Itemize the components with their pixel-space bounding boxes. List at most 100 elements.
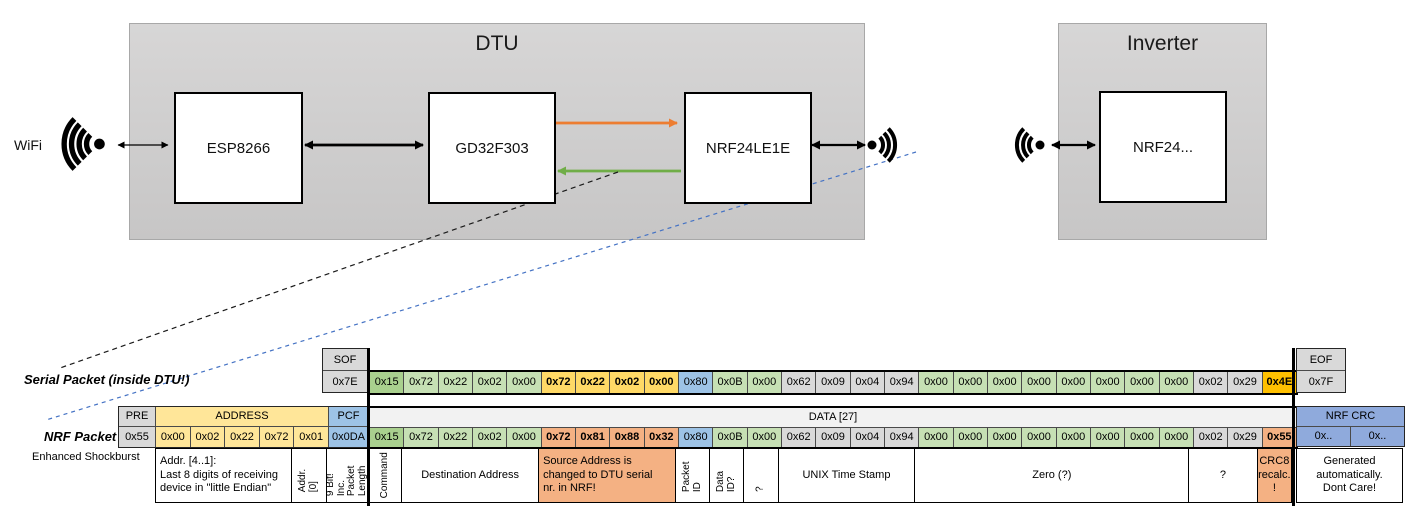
wifi-label: WiFi: [14, 137, 42, 153]
serial-byte-cell: 0x22: [438, 371, 472, 393]
serial-sof-header: SOF: [323, 349, 367, 370]
nrf-pre-value: 0x55: [119, 427, 155, 447]
nrf-byte-cell: 0x72: [404, 427, 438, 447]
annotation-unknown-byte: ?: [744, 448, 779, 503]
serial-byte-cell: 0x04: [850, 371, 884, 393]
serial-eof-header: EOF: [1297, 349, 1345, 370]
nrf-address-byte-cell: 0x01: [294, 427, 328, 447]
annotation-source-address: Source Address is changed to DTU serial …: [539, 448, 676, 503]
gd32f303-label: GD32F303: [455, 139, 529, 157]
serial-byte-cell: 0x00: [747, 371, 781, 393]
nrf-address-byte-cell: 0x02: [190, 427, 225, 447]
nrf-pre-header: PRE: [119, 406, 155, 426]
serial-byte-cell: 0x00: [987, 371, 1022, 393]
nrf-byte-cell: 0x00: [507, 427, 541, 447]
serial-byte-cell: 0x02: [472, 371, 507, 393]
serial-byte-cell: 0x00: [919, 371, 953, 393]
annotation-pcf-length: 9 Bit! Inc. Packet Length: [326, 448, 368, 503]
serial-byte-cell: 0x80: [678, 371, 713, 393]
serial-byte-cell: 0x00: [1056, 371, 1090, 393]
serial-byte-cell: 0x22: [575, 371, 610, 393]
annotation-crc-generated: Generated automatically. Dont Care!: [1296, 448, 1403, 503]
serial-byte-cell: 0x02: [1193, 371, 1228, 393]
inverter-title: Inverter: [1126, 32, 1199, 55]
serial-byte-cell: 0x00: [1090, 371, 1125, 393]
nrf-byte-cell: 0x62: [781, 427, 816, 447]
serial-sof-value: 0x7E: [323, 371, 367, 392]
serial-byte-cell: 0x00: [1022, 371, 1056, 393]
nrf-address-byte-cell: 0x22: [225, 427, 259, 447]
nrf-packet-label: NRF Packet: [44, 429, 117, 444]
nrf-byte-cell: 0x00: [1159, 427, 1193, 447]
nrf-byte-cell: 0x09: [816, 427, 850, 447]
annotation-packet-id-rotated-text: Packet ID: [681, 461, 703, 493]
nrf-byte-cell: 0x00: [919, 427, 953, 447]
nrf-byte-cell: 0x80: [678, 427, 713, 447]
annotation-question: ?: [1189, 448, 1258, 503]
annotation-addr0-rotated-text: Addr.[0]: [297, 468, 319, 493]
nrf-address-byte-cell: 0x00: [156, 427, 190, 447]
nrf-byte-cell: 0x00: [953, 427, 987, 447]
nrf-address-header: ADDRESS: [156, 406, 328, 426]
inverter-nrf24-box: NRF24...: [1099, 91, 1227, 203]
nrf24le1e-box: NRF24LE1E: [684, 92, 812, 204]
serial-byte-cell: 0x00: [507, 371, 541, 393]
nrf-byte-cell: 0x00: [747, 427, 781, 447]
dtu-title: DTU: [475, 32, 519, 55]
gd32f303-box: GD32F303: [428, 92, 556, 204]
serial-packet-label: Serial Packet (inside DTU!): [24, 372, 190, 387]
enhanced-shockburst-label: Enhanced Shockburst: [32, 451, 140, 463]
esp8266-box: ESP8266: [174, 92, 303, 204]
annotation-command: Command: [367, 448, 403, 503]
nrf-byte-cell: 0x88: [610, 427, 644, 447]
nrf-pcf-value: 0x0DA: [328, 427, 368, 447]
inverter-antenna-icon: [1014, 127, 1045, 163]
serial-byte-cell: 0x72: [541, 371, 575, 393]
nrf-crc-byte-cell: 0x..: [1351, 426, 1404, 446]
esp8266-label: ESP8266: [206, 139, 271, 157]
data-region-left-line: [366, 348, 370, 506]
inverter-nrf24-label: NRF24...: [1132, 138, 1193, 156]
serial-byte-cell: 0x4E: [1262, 371, 1296, 393]
nrf-byte-cell: 0x0B: [713, 427, 747, 447]
nrf-byte-cell: 0x81: [575, 427, 610, 447]
annotation-unix-timestamp: UNIX Time Stamp: [778, 448, 916, 503]
nrf-pcf-header: PCF: [328, 406, 368, 426]
annotation-address: Addr. [4..1]: Last 8 digits of receiving…: [155, 448, 293, 503]
nrf-crc-header: NRF CRC: [1297, 406, 1404, 426]
serial-byte-cell: 0x62: [781, 371, 816, 393]
serial-byte-cell: 0x72: [404, 371, 438, 393]
nrf-byte-cell: 0x72: [541, 427, 575, 447]
serial-byte-cell: 0x00: [1125, 371, 1159, 393]
nrf-byte-cell: 0x15: [370, 427, 404, 447]
data-region-right-line: [1292, 348, 1295, 506]
serial-byte-cell: 0x0B: [713, 371, 747, 393]
nrf-byte-cell: 0x04: [850, 427, 884, 447]
annotation-data-id: Data ID?: [710, 448, 745, 503]
nrf-byte-cell: 0x00: [1090, 427, 1125, 447]
annotation-crc8: CRC8 recalc. !: [1257, 448, 1292, 503]
nrf-data-header: DATA [27]: [370, 407, 1296, 427]
serial-byte-cell: 0x00: [644, 371, 678, 393]
wifi-icon: [61, 117, 105, 171]
annotation-row: Addr. [4..1]: Last 8 digits of receiving…: [155, 448, 1292, 503]
annotation-unknown-byte-rotated-text: ?: [754, 486, 766, 493]
nrf24le1e-label: NRF24LE1E: [705, 139, 791, 157]
annotation-pcf-length-rotated-text: 9 Bit! Inc. Packet Length: [326, 465, 368, 496]
annotation-destination-address: Destination Address: [402, 448, 540, 503]
nrf-byte-cell: 0x55: [1262, 427, 1296, 447]
serial-byte-cell: 0x02: [610, 371, 644, 393]
nrf-byte-cell: 0x00: [987, 427, 1022, 447]
serial-byte-cell: 0x29: [1228, 371, 1262, 393]
nrf-byte-cell: 0x22: [438, 427, 472, 447]
annotation-addr0: Addr.[0]: [292, 448, 327, 503]
nrf-byte-cell: 0x02: [472, 427, 507, 447]
serial-byte-cell: 0x09: [816, 371, 850, 393]
serial-eof-value: 0x7F: [1297, 371, 1345, 392]
nrf-byte-cell: 0x94: [884, 427, 919, 447]
nrf-byte-cell: 0x02: [1193, 427, 1228, 447]
